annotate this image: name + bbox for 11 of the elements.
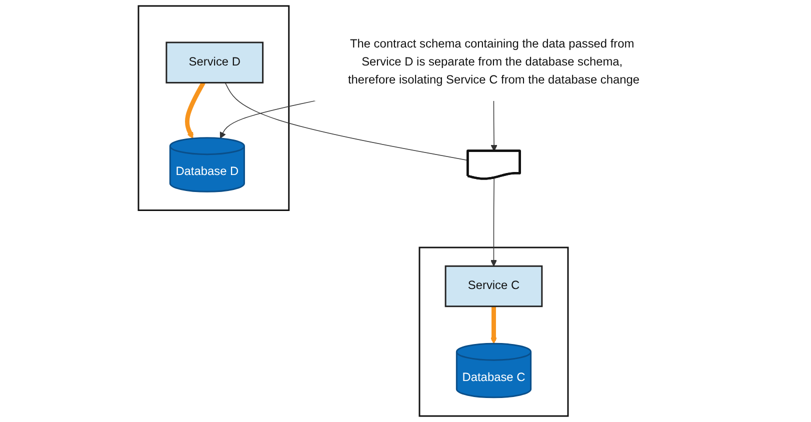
- arrow: [490, 100, 498, 152]
- node-box: Service D: [166, 42, 264, 84]
- arrow: [184, 82, 206, 139]
- cluster: [418, 246, 569, 417]
- connector: [224, 82, 468, 161]
- arrow: [220, 100, 317, 139]
- cluster: [138, 5, 290, 211]
- arrow: [490, 178, 498, 266]
- node-box: Service C: [444, 265, 543, 308]
- node-text: The contract schema containing the data passed from Service D is separate from the database schema, therefore isolating Service C from the database change: [348, 38, 640, 86]
- arrow: [490, 306, 498, 344]
